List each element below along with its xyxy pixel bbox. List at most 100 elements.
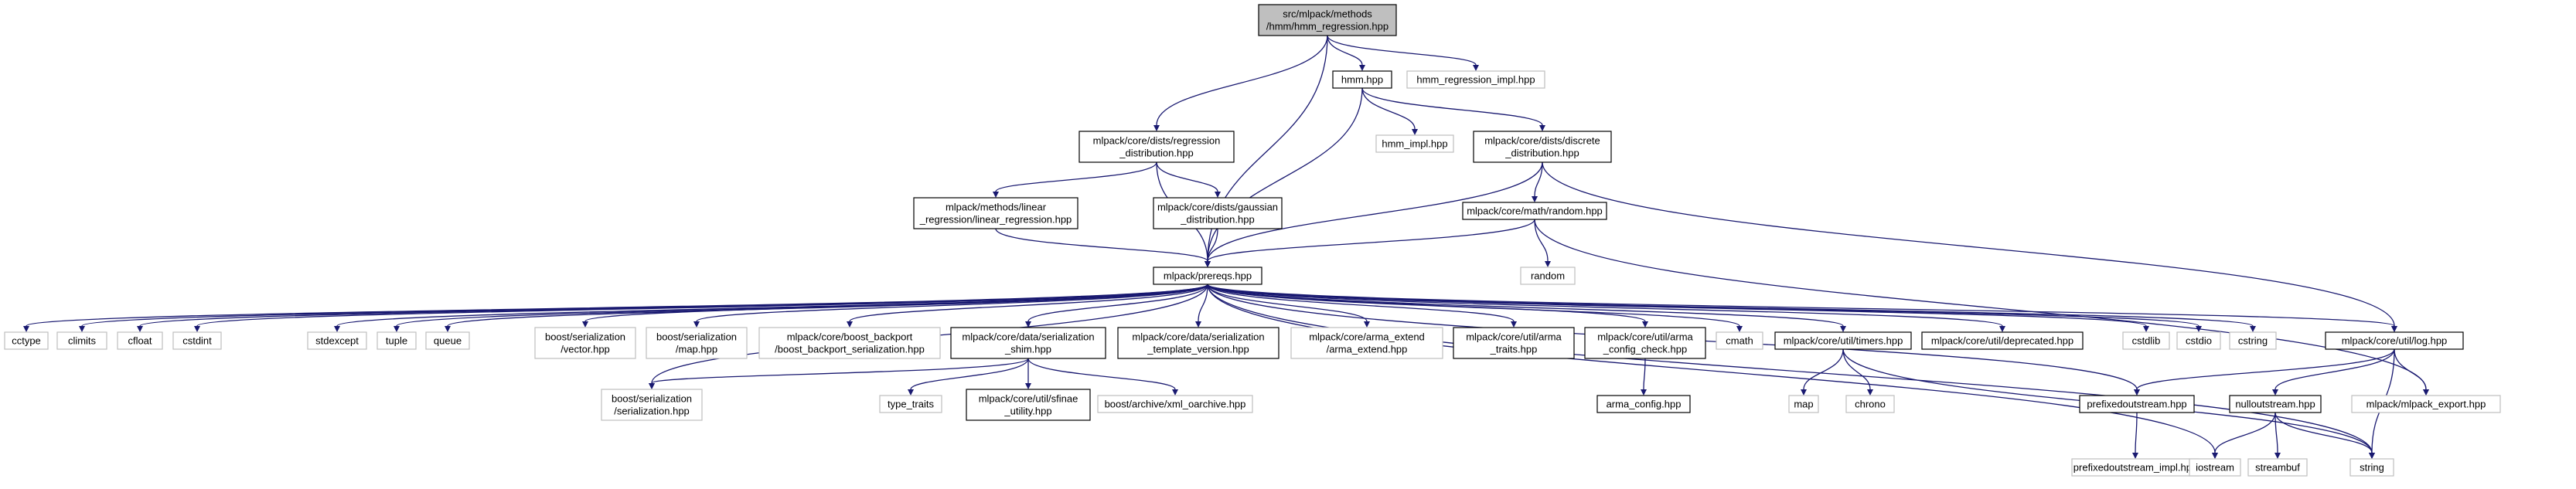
arrowhead-icon <box>1215 192 1221 198</box>
node-box <box>2247 458 2308 477</box>
edge-random_hpp-to-prereqs <box>1205 219 1535 267</box>
edge-line <box>1327 35 1477 66</box>
node-label: string <box>2360 462 2384 474</box>
node-label: hmm_impl.hpp <box>1382 138 1447 150</box>
node-label: boost/archive/xml_oarchive.hpp <box>1105 399 1246 410</box>
node-prereqs[interactable]: mlpack/prereqs.hpp <box>1153 267 1262 285</box>
node-label: mlpack/core/util/arma <box>1597 331 1693 343</box>
node-label: mlpack/core/data/serialization <box>1132 331 1264 343</box>
node-chrono: chrono <box>1845 395 1895 413</box>
node-deprecated[interactable]: mlpack/core/util/deprecated.hpp <box>1921 331 2084 350</box>
edge-hmm-to-prereqs <box>1205 87 1363 267</box>
node-sfinae[interactable]: mlpack/core/util/sfinae_utility.hpp <box>966 389 1091 421</box>
edge-line <box>1534 219 1549 262</box>
edge-line <box>1327 35 1363 66</box>
node-ser-shim[interactable]: mlpack/core/data/serialization_shim.hpp <box>950 327 1106 359</box>
node-box <box>1462 202 1607 220</box>
edge-root-to-reg_dist <box>1153 35 1328 131</box>
arrowhead-icon <box>847 321 853 328</box>
edge-line <box>1207 161 1543 262</box>
arrowhead-icon <box>1867 389 1873 396</box>
node-gauss[interactable]: mlpack/core/dists/gaussian_distribution.… <box>1153 197 1283 229</box>
node-lin-reg[interactable]: mlpack/methods/linear_regression/linear_… <box>913 197 1078 229</box>
node-nullout[interactable]: nulloutstream.hpp <box>2229 395 2322 413</box>
node-label: _distribution.hpp <box>1119 148 1193 159</box>
arrowhead-icon <box>2274 453 2281 459</box>
node-label: tuple <box>386 335 407 347</box>
node-box <box>377 331 417 350</box>
node-timers[interactable]: mlpack/core/util/timers.hpp <box>1774 331 1912 350</box>
node-reg-dist[interactable]: mlpack/core/dists/regression_distributio… <box>1078 131 1235 163</box>
edge-line <box>196 284 1208 327</box>
node-label: nulloutstream.hpp <box>2235 399 2315 410</box>
edge-line <box>1542 161 2395 327</box>
edge-line <box>1027 358 1176 390</box>
arrowhead-icon <box>137 326 143 332</box>
edge-line <box>910 358 1029 390</box>
node-label: mlpack/core/arma_extend <box>1309 331 1425 343</box>
arrowhead-icon <box>1801 389 1807 396</box>
node-label: mlpack/core/dists/gaussian <box>1157 202 1278 213</box>
edge-line <box>139 284 1208 327</box>
node-random-hpp[interactable]: mlpack/core/math/random.hpp <box>1462 202 1607 220</box>
node-box <box>2079 395 2195 413</box>
arrowhead-icon <box>1172 389 1178 396</box>
arrowhead-icon <box>1539 125 1545 131</box>
node-box <box>4 331 49 350</box>
arrowhead-icon <box>1205 261 1211 267</box>
node-box <box>1078 131 1235 163</box>
node-arma-config[interactable]: arma_config.hpp <box>1596 395 1691 413</box>
node-label: mlpack/core/dists/discrete <box>1484 135 1600 147</box>
node-ser-tmpl[interactable]: mlpack/core/data/serialization_template_… <box>1117 327 1279 359</box>
node-label: mlpack/core/util/timers.hpp <box>1784 335 1903 347</box>
node-label: _distribution.hpp <box>1504 148 1579 159</box>
node-hmm[interactable]: hmm.hpp <box>1332 70 1392 89</box>
arrowhead-icon <box>1545 261 1551 267</box>
arrowhead-icon <box>2143 326 2149 332</box>
node-box <box>966 389 1091 421</box>
node-mlpack-export: mlpack/mlpack_export.hpp <box>2351 395 2501 413</box>
node-label: /arma_extend.hpp <box>1327 344 1408 355</box>
node-label: /hmm/hmm_regression.hpp <box>1266 21 1389 32</box>
arrowhead-icon <box>1532 196 1538 202</box>
edge-nullout-to-streambuf <box>2274 412 2281 459</box>
node-box <box>646 327 748 359</box>
node-prefix[interactable]: prefixedoutstream.hpp <box>2079 395 2195 413</box>
node-disc-dist[interactable]: mlpack/core/dists/discrete_distribution.… <box>1473 131 1612 163</box>
edge-line <box>2394 348 2427 390</box>
arrowhead-icon <box>1999 326 2005 332</box>
node-label: mlpack/core/data/serialization <box>962 331 1094 343</box>
edge-line <box>2274 412 2278 453</box>
nodes: src/mlpack/methods/hmm/hmm_regression.hp… <box>4 4 2501 477</box>
node-box <box>879 395 942 413</box>
edge-prereqs-to-cstdlib <box>1207 284 2149 332</box>
node-box <box>950 327 1106 359</box>
node-arma-config-check[interactable]: mlpack/core/util/arma_config_check.hpp <box>1584 327 1706 359</box>
node-label: queue <box>434 335 462 347</box>
arrowhead-icon <box>394 326 400 332</box>
node-cstdlib: cstdlib <box>2122 331 2170 350</box>
edge-line <box>1207 219 1535 262</box>
edge-timers-to-map <box>1801 348 1844 396</box>
edge-line <box>1207 284 2395 327</box>
edge-root-to-hmm_reg_impl <box>1327 35 1479 71</box>
node-boost-backport: mlpack/core/boost_backport/boost_backpor… <box>758 327 941 359</box>
node-box <box>2122 331 2170 350</box>
node-arma-extend: mlpack/core/arma_extend/arma_extend.hpp <box>1290 327 1443 359</box>
node-box <box>913 197 1078 229</box>
edge-prereqs-to-ser_tmpl <box>1195 284 1208 328</box>
node-label: cstring <box>2238 335 2268 347</box>
node-cstring: cstring <box>2229 331 2277 350</box>
node-arma-traits[interactable]: mlpack/core/util/arma_traits.hpp <box>1453 327 1575 359</box>
arrowhead-icon <box>1364 321 1370 328</box>
node-log[interactable]: mlpack/core/util/log.hpp <box>2325 331 2464 350</box>
edge-log-to-nullout <box>2272 348 2395 396</box>
node-streambuf: streambuf <box>2247 458 2308 477</box>
node-label: mlpack/core/boost_backport <box>787 331 913 343</box>
node-box <box>1153 197 1283 229</box>
node-box <box>1473 131 1612 163</box>
edge-prereqs-to-deprecated <box>1207 284 2005 332</box>
edge-prereqs-to-arma_extend <box>1207 284 1370 328</box>
edge-root-to-hmm <box>1327 35 1365 71</box>
edge-line <box>584 284 1208 322</box>
